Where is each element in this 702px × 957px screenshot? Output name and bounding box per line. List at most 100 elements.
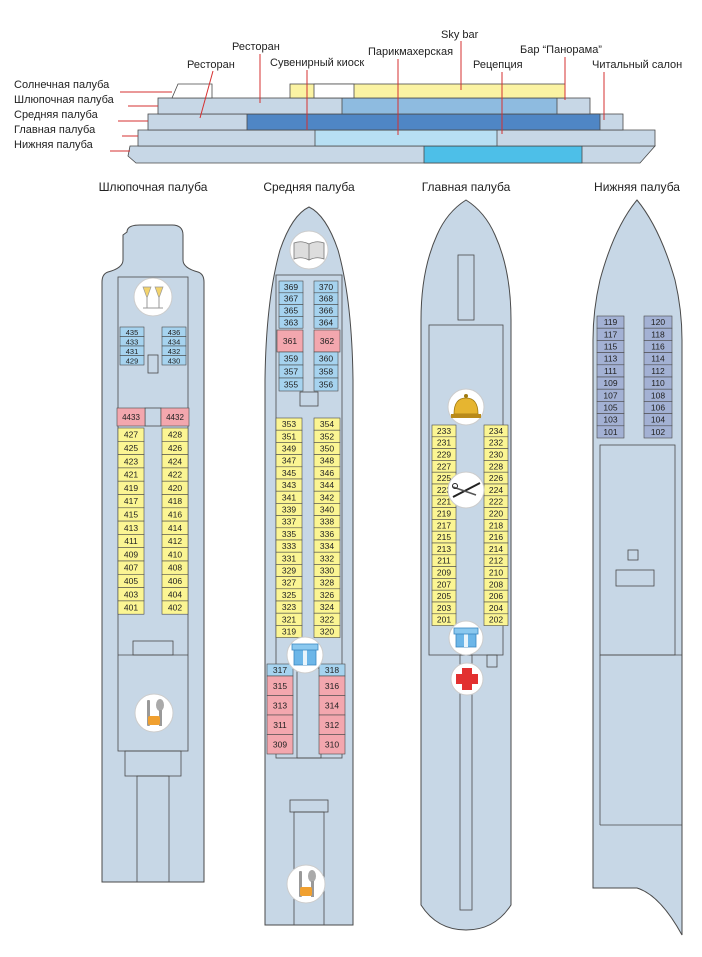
- cabin[interactable]: 218: [483, 519, 509, 532]
- cabin[interactable]: 354: [313, 417, 341, 431]
- cabin[interactable]: 318: [318, 663, 346, 677]
- cabin[interactable]: 102: [643, 425, 673, 439]
- cabin[interactable]: 312: [318, 714, 346, 735]
- cabin[interactable]: 366: [313, 304, 339, 317]
- cabin[interactable]: 321: [275, 612, 303, 626]
- cabin[interactable]: 434: [161, 336, 187, 347]
- cabin[interactable]: 216: [483, 530, 509, 544]
- cabin[interactable]: 361: [276, 329, 304, 353]
- cabin[interactable]: 228: [483, 460, 509, 473]
- cabin[interactable]: 407: [117, 560, 145, 575]
- cabin[interactable]: 358: [313, 364, 339, 379]
- cabin[interactable]: 430: [161, 355, 187, 366]
- cabin[interactable]: 411: [117, 534, 145, 549]
- cabin[interactable]: 417: [117, 494, 145, 509]
- cabin[interactable]: 367: [278, 292, 304, 305]
- cabin[interactable]: 356: [313, 377, 339, 392]
- cabin[interactable]: 118: [643, 327, 673, 341]
- cabin[interactable]: 201: [431, 613, 457, 626]
- cabin[interactable]: 110: [643, 376, 673, 390]
- cabin[interactable]: 222: [483, 495, 509, 508]
- cabin[interactable]: 362: [313, 329, 341, 353]
- cabin[interactable]: 234: [483, 424, 509, 438]
- cabin[interactable]: 115: [596, 340, 625, 353]
- cabin[interactable]: 353: [275, 417, 303, 431]
- cabin[interactable]: 105: [596, 401, 625, 414]
- cabin[interactable]: 210: [483, 566, 509, 579]
- cabin[interactable]: 414: [161, 520, 189, 535]
- cabin[interactable]: 209: [431, 566, 457, 579]
- cabin[interactable]: 214: [483, 542, 509, 556]
- cabin[interactable]: 227: [431, 460, 457, 473]
- cabin[interactable]: 364: [313, 316, 339, 329]
- cabin[interactable]: 403: [117, 587, 145, 602]
- cabin[interactable]: 208: [483, 578, 509, 591]
- cabin[interactable]: 405: [117, 573, 145, 588]
- cabin[interactable]: 103: [596, 413, 625, 427]
- cabin[interactable]: 335: [275, 527, 303, 541]
- cabin[interactable]: 106: [643, 401, 673, 414]
- cabin[interactable]: 114: [643, 352, 673, 366]
- cabin[interactable]: 112: [643, 364, 673, 378]
- cabin[interactable]: 336: [313, 527, 341, 541]
- cabin[interactable]: 359: [278, 351, 304, 366]
- cabin[interactable]: 421: [117, 467, 145, 482]
- cabin[interactable]: 352: [313, 429, 341, 443]
- cabin[interactable]: 343: [275, 478, 303, 492]
- cabin[interactable]: 101: [596, 425, 625, 439]
- cabin[interactable]: 345: [275, 466, 303, 480]
- cabin[interactable]: 409: [117, 547, 145, 562]
- cabin[interactable]: 422: [161, 467, 189, 482]
- cabin[interactable]: 309: [266, 734, 294, 755]
- cabin[interactable]: 327: [275, 576, 303, 590]
- cabin[interactable]: 4433: [116, 407, 146, 427]
- cabin[interactable]: 432: [161, 345, 187, 356]
- cabin[interactable]: 344: [313, 478, 341, 492]
- cabin[interactable]: 349: [275, 442, 303, 455]
- cabin[interactable]: 369: [278, 280, 304, 294]
- cabin[interactable]: 338: [313, 515, 341, 529]
- cabin[interactable]: 418: [161, 494, 189, 509]
- cabin[interactable]: 340: [313, 503, 341, 516]
- cabin[interactable]: 420: [161, 480, 189, 495]
- cabin[interactable]: 413: [117, 520, 145, 535]
- cabin[interactable]: 213: [431, 542, 457, 556]
- cabin[interactable]: 410: [161, 547, 189, 562]
- cabin[interactable]: 435: [119, 326, 145, 337]
- cabin[interactable]: 332: [313, 551, 341, 565]
- cabin[interactable]: 339: [275, 503, 303, 516]
- cabin[interactable]: 429: [119, 355, 145, 366]
- cabin[interactable]: 323: [275, 600, 303, 614]
- cabin[interactable]: 426: [161, 440, 189, 455]
- cabin[interactable]: 232: [483, 436, 509, 449]
- cabin[interactable]: 423: [117, 454, 145, 469]
- cabin[interactable]: 347: [275, 454, 303, 468]
- cabin[interactable]: 116: [643, 340, 673, 353]
- cabin[interactable]: 202: [483, 613, 509, 626]
- cabin[interactable]: 357: [278, 364, 304, 379]
- cabin[interactable]: 320: [313, 625, 341, 638]
- cabin[interactable]: 119: [596, 315, 625, 329]
- cabin[interactable]: 346: [313, 466, 341, 480]
- cabin[interactable]: 231: [431, 436, 457, 449]
- cabin[interactable]: 313: [266, 695, 294, 716]
- cabin[interactable]: 408: [161, 560, 189, 575]
- cabin[interactable]: 363: [278, 316, 304, 329]
- cabin[interactable]: 203: [431, 601, 457, 615]
- cabin[interactable]: 334: [313, 539, 341, 553]
- cabin[interactable]: 319: [275, 625, 303, 638]
- cabin[interactable]: 330: [313, 564, 341, 577]
- cabin[interactable]: 433: [119, 336, 145, 347]
- cabin[interactable]: 207: [431, 578, 457, 591]
- cabin[interactable]: 120: [643, 315, 673, 329]
- cabin[interactable]: 107: [596, 388, 625, 402]
- cabin[interactable]: 350: [313, 442, 341, 455]
- cabin[interactable]: 226: [483, 471, 509, 485]
- cabin[interactable]: 412: [161, 534, 189, 549]
- cabin[interactable]: 224: [483, 483, 509, 497]
- cabin[interactable]: 113: [596, 352, 625, 366]
- cabin[interactable]: 342: [313, 490, 341, 504]
- cabin[interactable]: 424: [161, 454, 189, 469]
- cabin[interactable]: 314: [318, 695, 346, 716]
- cabin[interactable]: 368: [313, 292, 339, 305]
